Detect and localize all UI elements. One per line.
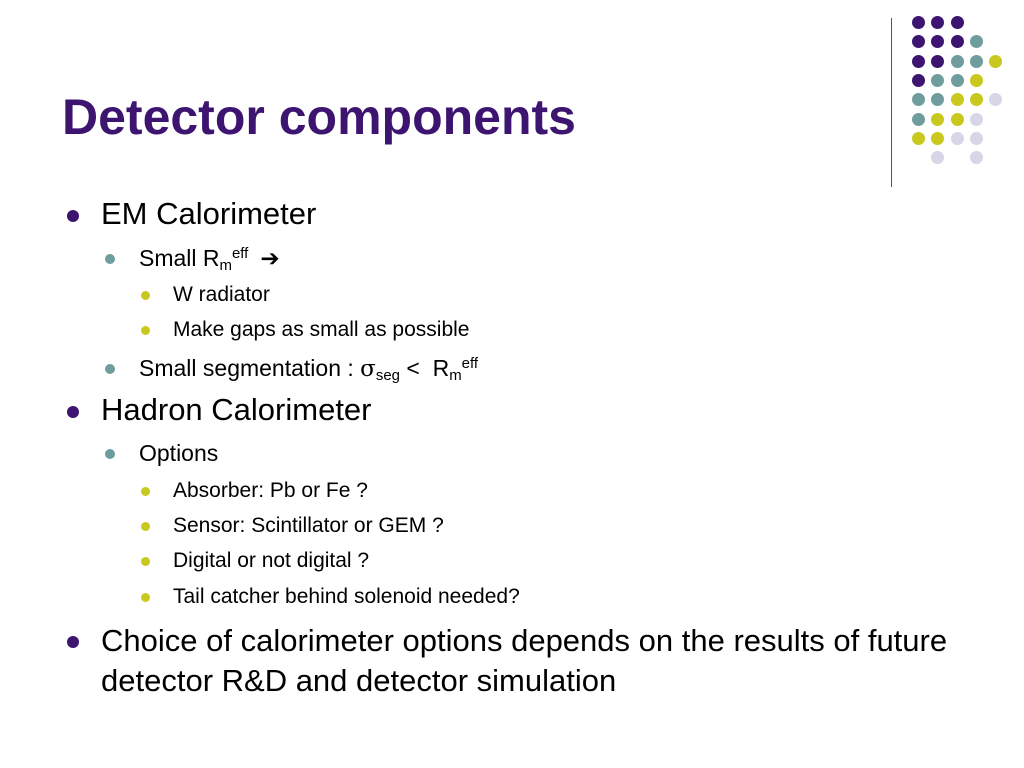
slide-title: Detector components (62, 89, 576, 145)
bullet-text: Small segmentation : (139, 355, 361, 382)
decor-dot (969, 54, 983, 68)
bullet-text: Hadron Calorimeter (101, 392, 372, 427)
bullet-tail-catcher: Tail catcher behind solenoid needed? (141, 585, 520, 609)
decor-dot (912, 73, 925, 87)
bullet-dot (141, 522, 150, 531)
decor-dot (989, 93, 1003, 107)
decor-dot (950, 16, 964, 29)
decor-dot (931, 131, 945, 145)
bullet-digital: Digital or not digital ? (141, 549, 370, 573)
bullet-sensor: Sensor: Scintillator or GEM ? (141, 514, 444, 538)
subscript: m (449, 366, 462, 384)
subscript: m (219, 256, 232, 274)
decor-dot (931, 151, 945, 165)
vertical-divider (891, 18, 892, 187)
subscript: seg (375, 366, 400, 384)
bullet-em-calorimeter: EM Calorimeter (67, 196, 317, 232)
decorative-dot-grid (0, 0, 1024, 200)
bullet-dot (105, 449, 115, 459)
decor-dot (969, 93, 983, 107)
bullet-dot (141, 291, 150, 300)
bullet-gaps: Make gaps as small as possible (141, 318, 470, 342)
bullet-dot (105, 364, 115, 374)
bullet-hadron-calorimeter: Hadron Calorimeter (67, 392, 372, 428)
decor-dot (969, 112, 983, 126)
decor-dot (950, 131, 964, 145)
bullet-small-rm: Small Rmeff ➔ (105, 245, 280, 274)
decor-dot (931, 93, 945, 107)
bullet-text: W radiator (173, 283, 270, 306)
decor-dot (931, 35, 945, 49)
bullet-text: Choice of calorimeter options depends on… (101, 623, 948, 698)
decor-dot (969, 73, 983, 87)
decor-dot (912, 54, 925, 68)
decor-dot (912, 16, 925, 29)
superscript: eff (231, 245, 249, 262)
bullet-text: Absorber: Pb or Fe ? (173, 479, 368, 502)
decor-dot (931, 16, 945, 29)
decor-dot (969, 131, 983, 145)
decor-dot (950, 54, 964, 68)
bullet-dot (141, 487, 150, 496)
decor-dot (912, 93, 925, 107)
sigma-symbol: σ (360, 356, 376, 383)
bullet-text: Make gaps as small as possible (173, 318, 470, 341)
bullet-text: Small R (139, 245, 220, 272)
superscript: eff (461, 355, 478, 372)
decor-dot (969, 35, 983, 49)
decor-dot (931, 112, 945, 126)
decor-dot (931, 54, 945, 68)
bullet-text: EM Calorimeter (101, 196, 317, 231)
bullet-text: < R (399, 355, 450, 382)
bullet-dot (141, 557, 150, 566)
bullet-segmentation: Small segmentation : σseg < Rmeff (105, 355, 478, 384)
bullet-text: Sensor: Scintillator or GEM ? (173, 514, 444, 537)
decor-dot (950, 93, 964, 107)
bullet-dot (141, 593, 150, 602)
decor-dot (969, 151, 983, 165)
bullet-dot (67, 210, 79, 222)
decor-dot (950, 35, 964, 49)
right-arrow-icon: ➔ (260, 245, 280, 272)
bullet-dot (67, 406, 79, 418)
decor-dot (912, 131, 925, 145)
bullet-dot (141, 326, 150, 335)
bullet-choice: Choice of calorimeter options depends on… (67, 621, 991, 701)
bullet-text: Options (139, 440, 219, 466)
decor-dot (912, 35, 925, 49)
bullet-options: Options (105, 440, 219, 467)
decor-dot (931, 73, 945, 87)
bullet-absorber: Absorber: Pb or Fe ? (141, 479, 368, 503)
decor-dot (989, 54, 1003, 68)
bullet-dot (67, 636, 79, 648)
bullet-w-radiator: W radiator (141, 283, 270, 307)
decor-dot (950, 112, 964, 126)
decor-dot (912, 112, 925, 126)
bullet-text: Tail catcher behind solenoid needed? (173, 585, 520, 608)
bullet-text: Digital or not digital ? (173, 549, 370, 572)
bullet-dot (105, 254, 115, 264)
decor-dot (950, 73, 964, 87)
